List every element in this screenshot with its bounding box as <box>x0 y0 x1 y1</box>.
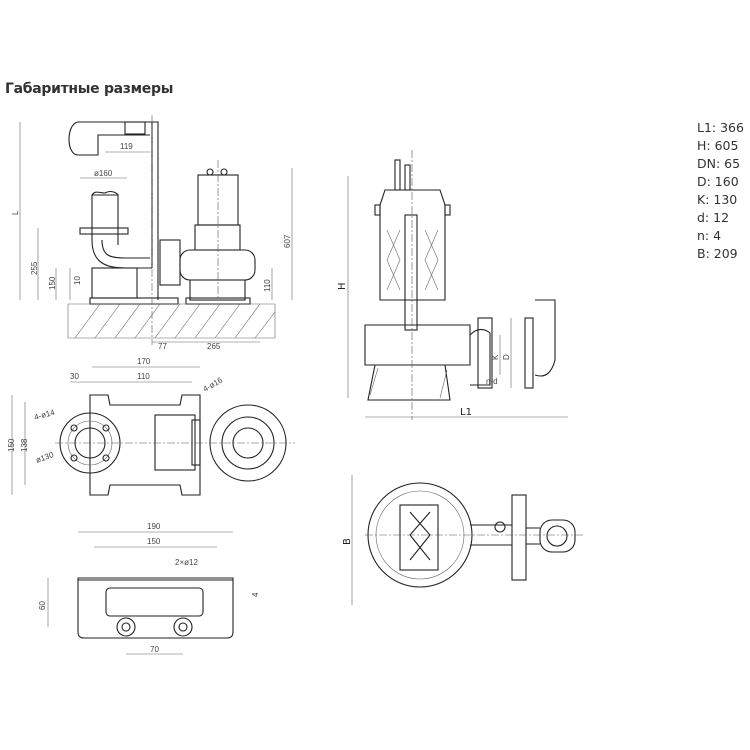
top-view-drawing: 170 30 110 4-ø16 4-ø14 150 138 ø130 <box>7 357 295 496</box>
spec-dn: DN: 65 <box>697 156 741 171</box>
base-view-drawing: 190 150 2×ø12 60 4 70 <box>38 522 260 655</box>
dim-110: 110 <box>263 279 272 292</box>
dim-h: H <box>337 282 348 290</box>
dim-4: 4 <box>251 592 260 597</box>
section-view-drawing: H L1 K D n-d <box>337 150 568 420</box>
dim-607: 607 <box>283 234 292 248</box>
dim-10: 10 <box>73 276 82 285</box>
dim-138: 138 <box>20 438 29 452</box>
spec-list: L1: 366 H: 605 DN: 65 D: 160 K: 130 d: 1… <box>697 119 744 263</box>
dim-255: 255 <box>30 261 39 275</box>
side-view-drawing: L 119 ø160 255 150 10 607 110 77 265 <box>11 115 293 351</box>
dim-119: 119 <box>120 142 133 151</box>
dim-4x14: 4-ø14 <box>33 408 56 422</box>
dim-d: D <box>502 354 511 360</box>
dim-150-base: 150 <box>147 537 161 546</box>
dim-l: L <box>11 210 20 215</box>
dim-265: 265 <box>207 342 221 351</box>
spec-l1: L1: 366 <box>697 120 744 135</box>
dim-4x16: 4-ø16 <box>202 375 225 394</box>
dim-2x12: 2×ø12 <box>175 558 198 567</box>
dim-110-top: 110 <box>137 372 150 381</box>
spec-k: K: 130 <box>697 192 738 207</box>
dim-l1: L1 <box>460 407 472 418</box>
dim-n-d: n-d <box>486 377 498 386</box>
dim-160: ø160 <box>94 169 113 178</box>
spec-d-hole: d: 12 <box>697 210 730 225</box>
spec-d-outer: D: 160 <box>697 174 739 189</box>
dim-150-top: 150 <box>7 438 16 452</box>
dim-77: 77 <box>158 342 167 351</box>
dim-150: 150 <box>48 276 57 290</box>
spec-n: n: 4 <box>697 228 722 243</box>
plan-view-drawing: B <box>342 475 585 605</box>
dim-30: 30 <box>70 372 79 381</box>
dim-k: K <box>491 354 500 360</box>
dim-130: ø130 <box>35 450 56 465</box>
page-title: Габаритные размеры <box>5 81 174 97</box>
dim-190: 190 <box>147 522 161 531</box>
dim-70: 70 <box>150 645 159 654</box>
dim-60: 60 <box>38 601 47 610</box>
dim-b: B <box>342 538 353 545</box>
dim-170: 170 <box>137 357 151 366</box>
spec-b: B: 209 <box>697 246 738 261</box>
spec-h: H: 605 <box>697 138 739 153</box>
